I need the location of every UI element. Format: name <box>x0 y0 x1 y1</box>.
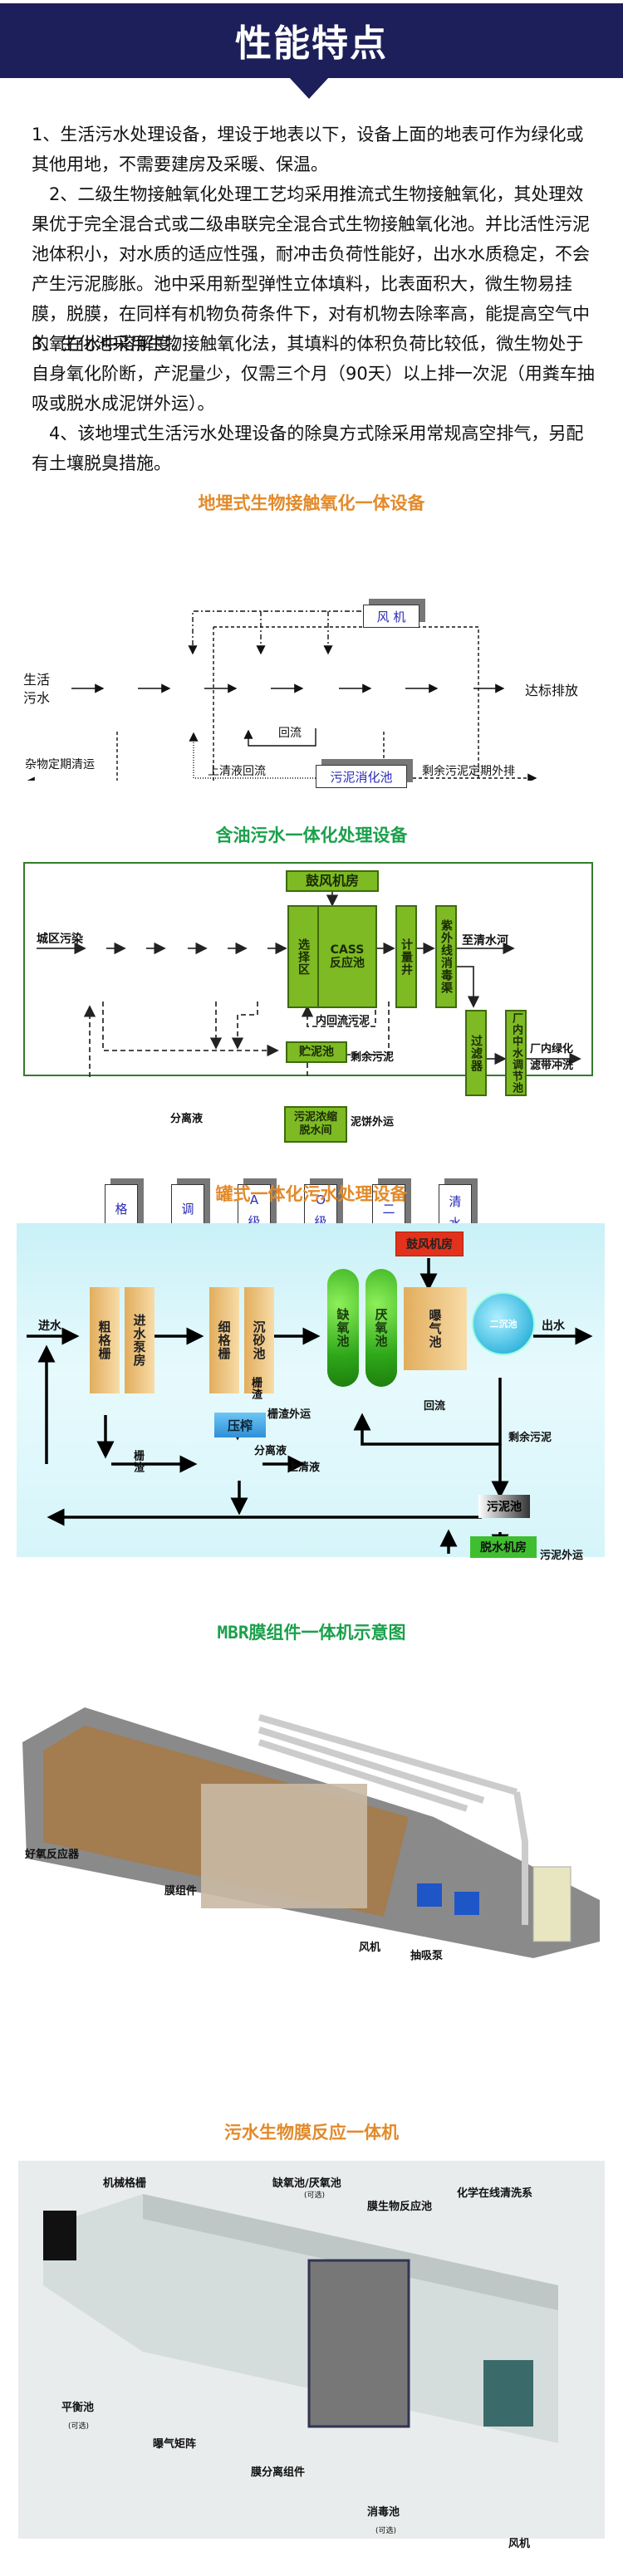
label-balance-tank: 平衡池 <box>61 2402 95 2414</box>
diagram2-input: 城区污染 <box>37 933 83 946</box>
diagram1: 生活 污水 达标排放 风 机 格栅井调节池A级生物池O级生物池二沉池清水排放池 … <box>0 531 623 1305</box>
return-label: 回流 <box>278 727 302 740</box>
label-mechanical-screen: 机械格栅 <box>103 2177 147 2190</box>
process-unit: 沉砂池 <box>244 1287 274 1393</box>
diagram1-title: 地埋式生物接触氧化一体设备 <box>198 493 425 513</box>
bioreactor-illustration <box>18 2161 605 2539</box>
label-aeration-matrix: 曝气矩阵 <box>153 2438 197 2451</box>
diagram5-title: 污水生物膜反应一体机 <box>224 2123 399 2143</box>
blower-box: 风 机 <box>363 605 419 628</box>
screenings-label-2: 栅渣 <box>249 1377 262 1400</box>
reuse-pool: 厂内中水调节池 <box>505 1010 527 1096</box>
outlet-label: 出水 <box>542 1320 565 1333</box>
reactor-label: 反应池 <box>330 957 365 970</box>
label-membrane-separation: 膜分离组件 <box>251 2466 306 2479</box>
mbr-illustration <box>18 1692 600 1958</box>
excess-sludge-label: 剩余污泥 <box>351 1051 395 1064</box>
press-out-label: 栅渣外运 <box>267 1408 312 1421</box>
label-balance-optional: (可选) <box>68 2422 90 2431</box>
process-unit: 进水泵房 <box>125 1287 155 1393</box>
meter-well-2: 计量井 <box>395 905 417 1008</box>
return-flow-label: 回流 <box>424 1400 446 1413</box>
uv-channel: 紫外线消毒渠 <box>435 905 457 1008</box>
label-mbr-tank: 膜生物反应池 <box>367 2201 433 2213</box>
aeration-tank: 曝气池 <box>404 1287 467 1370</box>
digester-box: 污泥消化池 <box>316 765 407 788</box>
internal-return-label: 内回流污泥 <box>316 1015 370 1027</box>
to-river-label: 至清水河 <box>462 934 508 948</box>
feature-paragraph-4: 4、该地埋式生活污水处理设备的除臭方式除采用常规高空排气，另配有土壤脱臭措施。 <box>32 424 584 473</box>
banner-pointer <box>289 77 329 99</box>
press-box: 压榨 <box>214 1413 266 1437</box>
unit-char: A <box>249 1193 259 1207</box>
mbr-drawing <box>22 1707 600 1958</box>
selector-zone: 选择区 <box>287 905 319 1008</box>
diagram2-title: 含油污水一体化处理设备 <box>215 825 408 845</box>
supernatant-label-3: 上清液 <box>287 1462 321 1474</box>
label-anoxic-anaerobic: 缺氧池/厌氧池 <box>272 2177 341 2190</box>
unit-char: O <box>316 1193 326 1207</box>
filter-box: 过滤器 <box>465 1010 487 1096</box>
reuse-line-2: 滤带冲洗 <box>530 1060 574 1072</box>
label-suction-pump: 抽吸泵 <box>410 1950 444 1962</box>
feature-paragraph-2: 2、二级生物接触氧化处理工艺均采用推流式生物接触氧化，其处理效果优于完全混合式或… <box>32 184 590 354</box>
dewater-line-2: 脱水间 <box>299 1124 332 1137</box>
separation-label: 分离液 <box>170 1113 204 1125</box>
separation-liquid-label: 分离液 <box>254 1445 287 1457</box>
sludge-out-label: 污泥外运 <box>540 1550 584 1562</box>
screenings-label-1: 栅渣 <box>131 1450 144 1473</box>
unit-char: 格 <box>115 1201 128 1217</box>
inlet-label: 进水 <box>38 1320 61 1333</box>
dewater-line-1: 污泥浓缩 <box>293 1111 337 1124</box>
label-blower: 风机 <box>359 1942 381 1954</box>
unit-char: 二 <box>382 1201 395 1217</box>
anoxic-tank: 缺氧池 <box>327 1269 359 1387</box>
diagram2: 城区污染 鼓风机房 粗格栅间污水提升泵房计量井细格栅间旋流尘沙池子 选择区 CA… <box>23 862 593 1870</box>
label-disinfection-optional: (可选) <box>375 2527 397 2535</box>
unit-char: 调 <box>181 1201 194 1217</box>
debris-label: 杂物定期清运 <box>25 758 95 771</box>
input-line-1: 生活 <box>23 672 51 688</box>
sludge-label: 剩余污泥定期外排 <box>422 765 515 778</box>
cass-label: CASS <box>330 943 365 957</box>
label-aerobic-reactor: 好氧反应器 <box>25 1849 80 1861</box>
input-line-2: 污水 <box>23 690 51 706</box>
diagram1-input: 生活 污水 <box>23 671 50 708</box>
reuse-label: 厂内绿化 滤带冲洗 <box>530 1041 573 1075</box>
process-unit: 细格栅 <box>209 1287 239 1393</box>
feature-paragraph-3: 3、生化池采用生物接触氧化法，其填料的体积负荷比较低，微生物处于自身氧化阶断，产… <box>32 334 595 414</box>
cake-out-label: 泥饼外运 <box>351 1116 395 1129</box>
diagram3-connectors <box>27 1258 593 1554</box>
blower-house-red: 鼓风机房 <box>395 1232 464 1256</box>
bioreactor-drawing <box>43 2194 558 2443</box>
diagram2-connectors <box>37 892 581 1078</box>
excess-sludge-label-3: 剩余污泥 <box>508 1432 552 1444</box>
supernatant-label: 上清液回流 <box>208 765 266 778</box>
diagram4-title: MBR膜组件一体机示意图 <box>217 1623 406 1643</box>
reuse-line-1: 厂内绿化 <box>530 1043 574 1055</box>
anaerobic-tank: 厌氧池 <box>365 1269 397 1387</box>
sludge-storage: 贮泥池 <box>286 1041 347 1063</box>
feature-paragraph-1: 1、生活污水处理设备，埋设于地表以下，设备上面的地表可作为绿化或其他用地，不需要… <box>32 125 584 174</box>
label-chemical-cleaning: 化学在线清洗系 <box>457 2187 533 2200</box>
dewatering-house: 脱水机房 <box>470 1536 537 1558</box>
label-blower-5: 风机 <box>508 2538 531 2550</box>
label-membrane-module: 膜组件 <box>164 1885 198 1898</box>
process-unit: 粗格栅 <box>90 1287 120 1393</box>
diagram3-title: 罐式一体化污水处理设备 <box>215 1184 408 1204</box>
blower-house: 鼓风机房 <box>286 870 379 892</box>
label-anoxic-optional: (可选) <box>304 2192 326 2200</box>
clarifier: 二沉池 <box>472 1292 535 1355</box>
diagram1-connectors <box>25 610 537 781</box>
dewatering-room: 污泥浓缩 脱水间 <box>284 1106 347 1143</box>
cass-reactor: CASS 反应池 <box>317 905 377 1008</box>
page-title: 性能特点 <box>235 22 388 65</box>
header-banner <box>0 3 623 78</box>
sludge-tank: 污泥池 <box>478 1495 530 1518</box>
diagram1-output: 达标排放 <box>525 683 579 698</box>
unit-char: 清 <box>449 1193 462 1209</box>
label-disinfection-tank: 消毒池 <box>367 2506 400 2519</box>
